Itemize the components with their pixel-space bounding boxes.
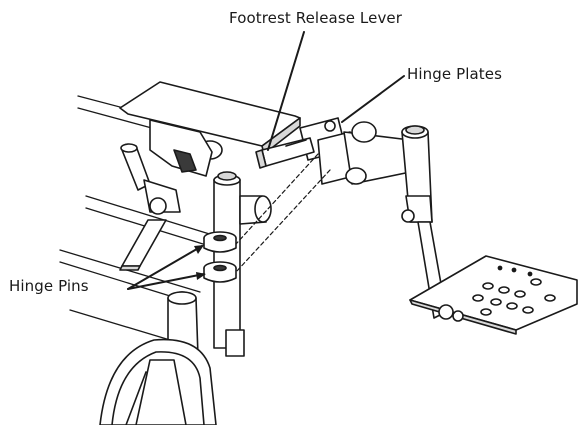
footrest-release-lever-label: Footrest Release Lever [229, 9, 403, 27]
footplate [409, 255, 578, 335]
leader-hinge-plates [341, 75, 405, 123]
hinge-plates-label: Hinge Plates [407, 65, 503, 83]
alignment-lines [235, 153, 331, 273]
hinge-pin-lower [203, 261, 237, 283]
armrest-panel [119, 81, 301, 177]
hinge-pin-upper [203, 231, 237, 253]
hanger-arm [343, 121, 421, 185]
hinge-pins-label: Hinge Pins [9, 277, 89, 295]
release-lever [255, 137, 315, 169]
receiver-tube [213, 171, 272, 349]
leader-lines [127, 31, 405, 290]
leader-release-lever [267, 31, 305, 151]
frame-knob [120, 143, 181, 215]
caster-wheel [99, 291, 245, 425]
frame-rails [59, 95, 217, 341]
leader-hinge-pins [127, 245, 203, 290]
leader-arrowheads [194, 245, 206, 280]
lower-bracket [119, 219, 167, 271]
leader-hinge-pins-2 [127, 273, 205, 290]
